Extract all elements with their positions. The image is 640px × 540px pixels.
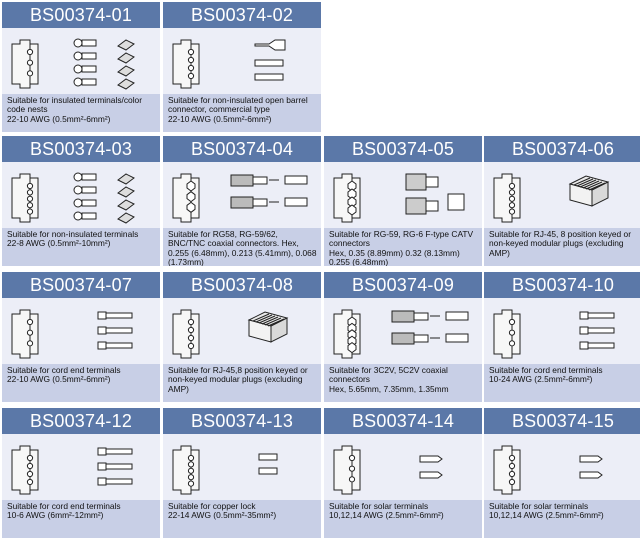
die-drawing: [11, 39, 39, 89]
product-image: [163, 298, 321, 364]
die-drawing: [493, 173, 521, 223]
die-drawing: [172, 173, 200, 223]
die-drawing: [172, 39, 200, 89]
crimp-die-illustration: [172, 445, 278, 495]
terminal-drawing: [73, 172, 135, 224]
product-code: BS00374-01: [2, 2, 160, 28]
product-image: [484, 298, 640, 364]
product-description: Suitable for RJ-45, 8 position keyed or …: [484, 228, 640, 266]
product-code: BS00374-04: [163, 136, 321, 162]
crimp-die-illustration: [333, 445, 443, 495]
terminal-drawing: [579, 455, 603, 479]
crimp-die-illustration: [172, 173, 308, 223]
crimp-die-illustration: [11, 38, 135, 90]
product-code: BS00374-10: [484, 272, 640, 298]
product-description: Suitable for non-insulated terminals 22-…: [2, 228, 160, 266]
product-description: Suitable for non-insulated open barrel c…: [163, 94, 321, 132]
terminal-drawing: [419, 455, 443, 479]
die-drawing: [172, 309, 200, 359]
product-description: Suitable for cord end terminals 22-10 AW…: [2, 364, 160, 402]
product-image: [324, 162, 482, 228]
product-description: Suitable for insulated terminals/color c…: [2, 94, 160, 132]
crimp-die-illustration: [11, 172, 135, 224]
terminal-drawing: [405, 173, 465, 215]
product-image: [484, 434, 640, 500]
product-description: Suitable for copper lock 22-14 AWG (0.5m…: [163, 500, 321, 538]
terminal-drawing: [247, 311, 289, 343]
product-image: [163, 434, 321, 500]
product-image: [2, 28, 160, 94]
die-drawing: [11, 309, 39, 359]
crimp-die-illustration: [493, 173, 610, 223]
die-drawing: [333, 309, 361, 359]
die-drawing: [493, 445, 521, 495]
product-image: [163, 162, 321, 228]
product-code: BS00374-12: [2, 408, 160, 434]
die-drawing: [11, 173, 39, 223]
product-description: Suitable for 3C2V, 5C2V coaxial connecto…: [324, 364, 482, 402]
terminal-drawing: [391, 310, 469, 345]
product-description: Suitable for RG-59, RG-6 F-type CATV con…: [324, 228, 482, 266]
product-image: [324, 298, 482, 364]
product-code: BS00374-03: [2, 136, 160, 162]
product-code: BS00374-07: [2, 272, 160, 298]
product-image: [2, 298, 160, 364]
product-code: BS00374-09: [324, 272, 482, 298]
product-image: [163, 28, 321, 94]
product-description: Suitable for solar terminals 10,12,14 AW…: [324, 500, 482, 538]
die-drawing: [493, 309, 521, 359]
terminal-drawing: [230, 174, 308, 209]
product-description: Suitable for RJ-45,8 position keyed or n…: [163, 364, 321, 402]
terminal-drawing: [73, 38, 135, 90]
product-description: Suitable for solar terminals 10,12,14 AW…: [484, 500, 640, 538]
product-image: [484, 162, 640, 228]
crimp-die-illustration: [333, 173, 465, 223]
product-code: BS00374-13: [163, 408, 321, 434]
product-description: Suitable for cord end terminals 10-24 AW…: [484, 364, 640, 402]
terminal-drawing: [258, 453, 278, 475]
product-code: BS00374-05: [324, 136, 482, 162]
terminal-drawing: [97, 311, 133, 350]
product-image: [2, 434, 160, 500]
crimp-die-illustration: [172, 309, 289, 359]
product-description: Suitable for RG58, RG-59/62, BNC/TNC coa…: [163, 228, 321, 266]
crimp-die-illustration: [493, 445, 603, 495]
product-code: BS00374-06: [484, 136, 640, 162]
terminal-drawing: [568, 175, 610, 207]
terminal-drawing: [97, 447, 133, 486]
product-code: BS00374-14: [324, 408, 482, 434]
terminal-drawing: [579, 311, 615, 350]
product-description: Suitable for cord end terminals 10-6 AWG…: [2, 500, 160, 538]
crimp-die-illustration: [493, 309, 615, 359]
product-code: BS00374-08: [163, 272, 321, 298]
crimp-die-illustration: [333, 309, 469, 359]
terminal-drawing: [254, 39, 286, 81]
product-code: BS00374-02: [163, 2, 321, 28]
crimp-die-illustration: [11, 445, 133, 495]
product-image: [2, 162, 160, 228]
die-drawing: [172, 445, 200, 495]
crimp-die-illustration: [172, 39, 286, 89]
product-image: [324, 434, 482, 500]
crimp-die-illustration: [11, 309, 133, 359]
die-drawing: [333, 445, 361, 495]
die-drawing: [11, 445, 39, 495]
product-code: BS00374-15: [484, 408, 640, 434]
die-drawing: [333, 173, 361, 223]
